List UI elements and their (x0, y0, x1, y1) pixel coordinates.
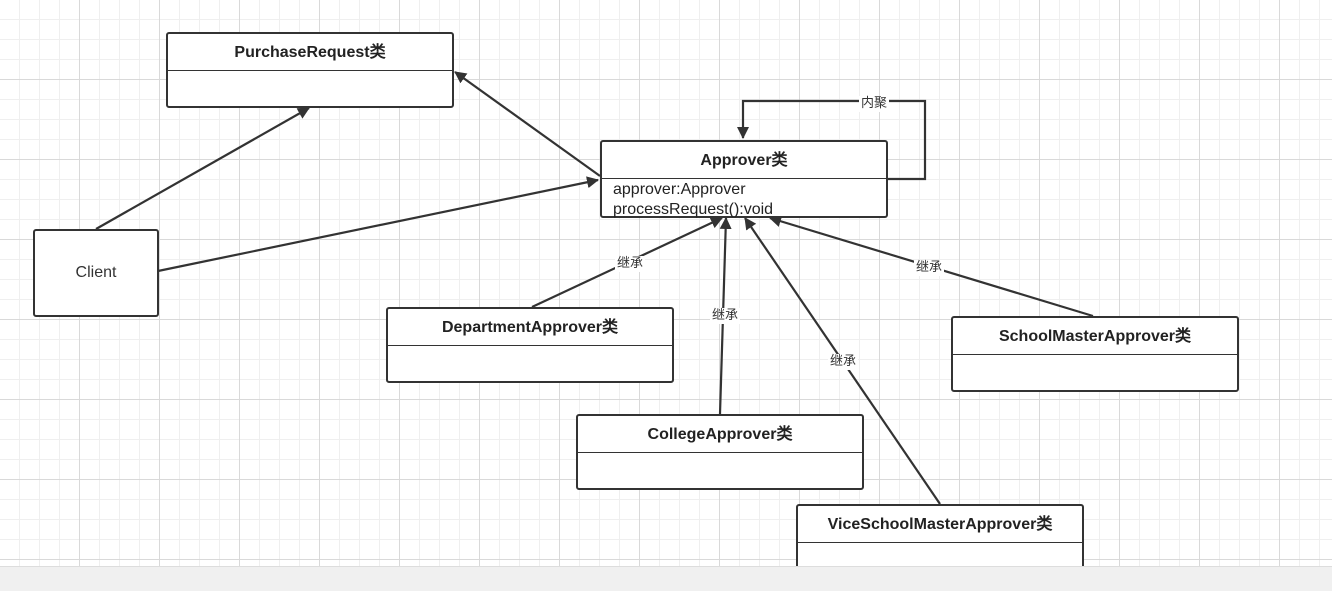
class-purchase-request[interactable]: PurchaseRequest类 (166, 32, 454, 108)
class-members (953, 355, 1237, 357)
edge-approver-to-purchaserequest (454, 71, 601, 177)
bottom-scroll-area (0, 566, 1332, 591)
class-department-approver[interactable]: DepartmentApprover类 (386, 307, 674, 383)
client-label: Client (75, 264, 117, 281)
member-process-request-method: processRequest():void (613, 201, 774, 218)
class-name: PurchaseRequest类 (168, 34, 452, 71)
class-name: DepartmentApprover类 (388, 309, 672, 346)
class-members: approver:Approver processRequest():void (602, 179, 886, 221)
edge-label-aggregation: 内聚 (858, 96, 890, 112)
edge-client-to-approver (157, 176, 599, 273)
class-name: SchoolMasterApprover类 (953, 318, 1237, 355)
class-members (798, 543, 1082, 545)
member-approver-field: approver:Approver (613, 181, 746, 198)
edge-label-inherit-college: 继承 (709, 308, 741, 324)
client-box[interactable]: Client (33, 229, 159, 317)
class-name: CollegeApprover类 (578, 416, 862, 453)
edge-approver-self-aggregation (737, 99, 927, 181)
edge-client-to-purchaserequest (95, 107, 310, 230)
class-name: Approver类 (602, 142, 886, 179)
class-name: ViceSchoolMasterApprover类 (798, 506, 1082, 543)
class-school-master-approver[interactable]: SchoolMasterApprover类 (951, 316, 1239, 392)
edge-label-inherit-vice: 继承 (827, 354, 859, 370)
class-approver[interactable]: Approver类 approver:Approver processReque… (600, 140, 888, 218)
class-college-approver[interactable]: CollegeApprover类 (576, 414, 864, 490)
class-members (168, 71, 452, 73)
class-members (388, 346, 672, 348)
edge-label-inherit-schoolmaster: 继承 (913, 260, 945, 276)
edge-label-inherit-department: 继承 (614, 256, 646, 272)
class-members (578, 453, 862, 455)
